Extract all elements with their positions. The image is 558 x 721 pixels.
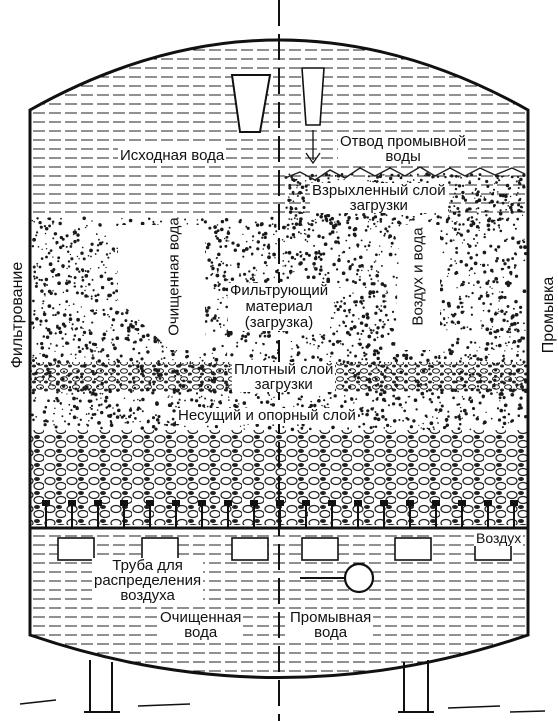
ground-marks (20, 700, 545, 712)
label-air-water-vertical: Воздух и вода (410, 221, 427, 333)
wash-inlet-cone (302, 68, 324, 125)
label-fluidized-layer: Взрыхленный слой загрузки (310, 183, 448, 213)
label-dense-layer: Плотный слой загрузки (232, 362, 335, 392)
label-wash-water-bottom: Промывная вода (288, 610, 373, 640)
label-air: Воздух (474, 530, 523, 546)
side-label-backwash: Промывка (540, 272, 558, 358)
label-support-layer: Несущий и опорный слой (176, 408, 358, 424)
label-air-pipe: Труба для распределения воздуха (92, 558, 203, 603)
label-wash-outlet: Отвод промывной воды (338, 134, 468, 164)
label-clean-water-vertical: Очищенная вода (166, 215, 183, 339)
label-raw-water: Исходная вода (118, 148, 226, 164)
label-clean-water-bottom: Очищенная вода (158, 610, 243, 640)
label-filter-media: Фильтрующий материал (загрузка) (228, 283, 330, 331)
air-pipe (345, 564, 373, 592)
side-label-filtration: Фильтрование (9, 259, 27, 371)
clean-water-channel (118, 225, 205, 350)
